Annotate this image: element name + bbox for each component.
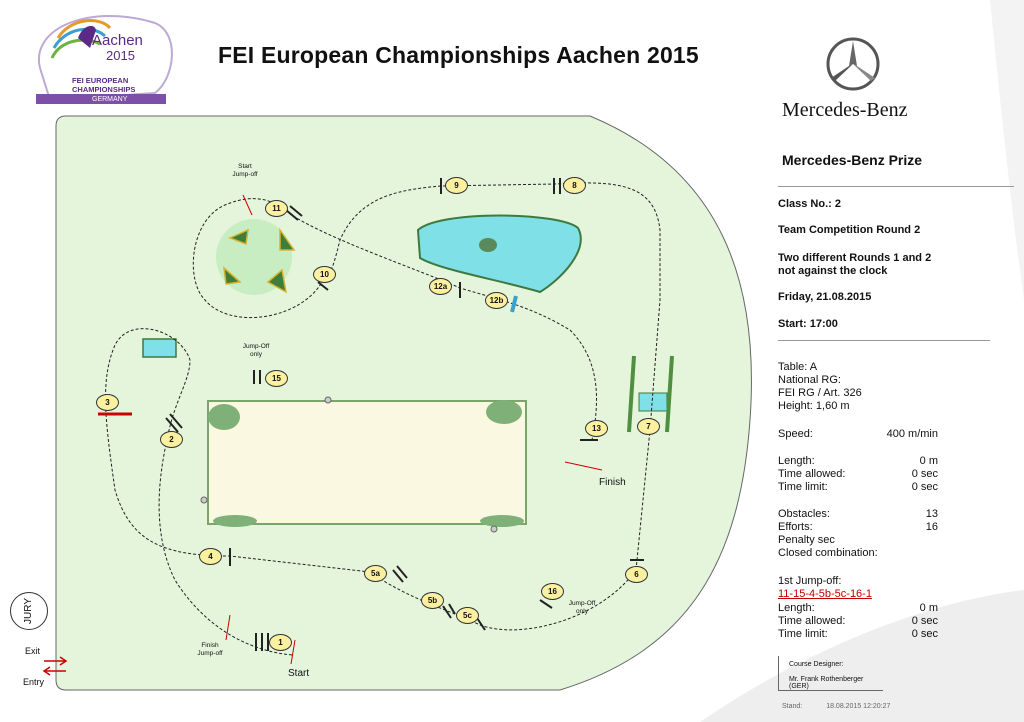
competition-name: Team Competition Round 2	[778, 224, 921, 236]
start-jumpoff-line1: Start	[238, 163, 252, 170]
logo-line2: CHAMPIONSHIPS	[72, 85, 136, 94]
start-jumpoff-label: Start Jump-off	[228, 163, 262, 179]
designer-label: Course Designer:	[789, 661, 844, 668]
water-ditch-7	[638, 392, 668, 412]
logo-line3: GERMANY	[92, 96, 128, 103]
fence-marker-13: 13	[585, 420, 608, 437]
event-logo: Aachen 2015 FEI EUROPEAN CHAMPIONSHIPS G…	[30, 8, 180, 108]
fence-marker-2: 2	[160, 431, 183, 448]
stat-label: Time limit:	[778, 481, 828, 493]
fence-marker-15: 15	[265, 370, 288, 387]
rules-national: National RG:	[778, 374, 841, 386]
fence-marker-3: 3	[96, 394, 119, 411]
island-hedges	[223, 227, 296, 294]
fence-marker-7: 7	[637, 418, 660, 435]
logo-line1: FEI EUROPEAN	[72, 76, 129, 85]
obstacles-label: Obstacles:	[778, 508, 830, 520]
sponsor-name: Mercedes-Benz	[782, 99, 908, 121]
jumpoff-stat-label: Time allowed:	[778, 615, 846, 627]
fence-marker-5b: 5b	[421, 592, 444, 609]
fence-marker-10: 10	[313, 266, 336, 283]
start-finish-lines	[225, 194, 603, 665]
start-label: Start	[288, 668, 310, 679]
fence-bars	[98, 178, 644, 651]
class-number: Class No.: 2	[778, 198, 841, 210]
fence-marker-12a: 12a	[429, 278, 452, 295]
start-time: Start: 17:00	[778, 318, 838, 330]
jumpoff-stat-value: 0 sec	[911, 628, 938, 640]
entry-label: Entry	[23, 677, 45, 687]
fence-marker-5c: 5c	[456, 607, 479, 624]
finish-jumpoff-line2: Jump-off	[197, 650, 223, 657]
efforts-value: 16	[925, 521, 938, 533]
stat-label: Time allowed:	[778, 468, 846, 480]
stat-label: Length:	[778, 455, 815, 467]
fence-marker-6: 6	[625, 566, 648, 583]
stand-label: Stand:	[782, 703, 803, 710]
jury-label: JURY	[23, 598, 34, 624]
fence-marker-5a: 5a	[364, 565, 387, 582]
penalty-label: Penalty sec	[778, 534, 835, 546]
jumpoff-stat-label: Length:	[778, 602, 815, 614]
stand-timestamp: Stand: 18.08.2015 12:20:27	[782, 703, 890, 710]
stand-value: 18.08.2015 12:20:27	[826, 703, 891, 710]
fence-marker-12b: 12b	[485, 292, 508, 309]
jumpoff-stat-label: Time limit:	[778, 628, 828, 640]
jumpoff-only-16-line1: Jump-Off	[568, 600, 596, 607]
finish-jumpoff-label: Finish Jump-off	[190, 642, 230, 658]
fence-marker-1: 1	[269, 634, 292, 651]
jumpoff-only-15-line1: Jump-Off	[242, 343, 270, 350]
mercedes-star-icon	[826, 37, 880, 91]
rounds-line2: not against the clock	[778, 265, 888, 277]
rounds-line1: Two different Rounds 1 and 2	[778, 252, 932, 264]
jumpoff-sequence-link[interactable]: 11-15-4-5b-5c-16-1	[778, 588, 872, 600]
jumpoff-only-15-line2: only	[250, 351, 262, 358]
fence-marker-16: 16	[541, 583, 564, 600]
fence-marker-4: 4	[199, 548, 222, 565]
hedge-decoration	[208, 400, 524, 527]
divider	[778, 340, 990, 341]
fence-marker-9: 9	[445, 177, 468, 194]
logo-year: 2015	[106, 48, 135, 63]
jury-box: JURY	[10, 592, 48, 630]
jumpoff-stat-value: 0 sec	[911, 615, 938, 627]
designer-name: Mr. Frank Rothenberger (GER)	[789, 676, 864, 690]
stat-value: 0 sec	[911, 468, 938, 480]
water-pond	[416, 214, 582, 294]
efforts-label: Efforts:	[778, 521, 813, 533]
speed-label: Speed:	[778, 428, 813, 440]
start-jumpoff-line2: Jump-off	[232, 171, 258, 178]
jumpoff-only-16-label: Jump-Off only	[562, 600, 602, 616]
jumpoff-stat-value: 0 m	[919, 602, 938, 614]
course-designer-box: Course Designer: Mr. Frank Rothenberger …	[778, 656, 883, 691]
sand-area	[207, 400, 527, 525]
divider	[778, 186, 1014, 187]
water-jump	[142, 338, 177, 358]
closed-combination-label: Closed combination:	[778, 547, 878, 559]
stat-value: 0 m	[919, 455, 938, 467]
course-map	[42, 115, 752, 691]
rules-table: Table: A	[778, 361, 818, 373]
exit-entry-arrows	[42, 656, 68, 676]
prize-name: Mercedes-Benz Prize	[782, 152, 923, 168]
course-route	[105, 182, 661, 656]
finish-label: Finish	[599, 477, 626, 488]
speed-value: 400 m/min	[886, 428, 938, 440]
event-date: Friday, 21.08.2015	[778, 291, 872, 303]
fence-marker-8: 8	[563, 177, 586, 194]
rules-height: Height: 1,60 m	[778, 400, 850, 412]
stat-value: 0 sec	[911, 481, 938, 493]
rules-fei: FEI RG / Art. 326	[778, 387, 862, 399]
page-title: FEI European Championships Aachen 2015	[218, 42, 699, 68]
finish-jumpoff-line1: Finish	[201, 642, 219, 649]
obstacles-value: 13	[925, 508, 938, 520]
jumpoff-only-16-line2: only	[576, 608, 588, 615]
jumpoff-label: 1st Jump-off:	[778, 575, 842, 587]
fence-marker-11: 11	[265, 200, 288, 217]
jumpoff-only-15-label: Jump-Off only	[236, 343, 276, 359]
logo-city: Aachen	[92, 32, 143, 49]
exit-label: Exit	[25, 646, 41, 656]
